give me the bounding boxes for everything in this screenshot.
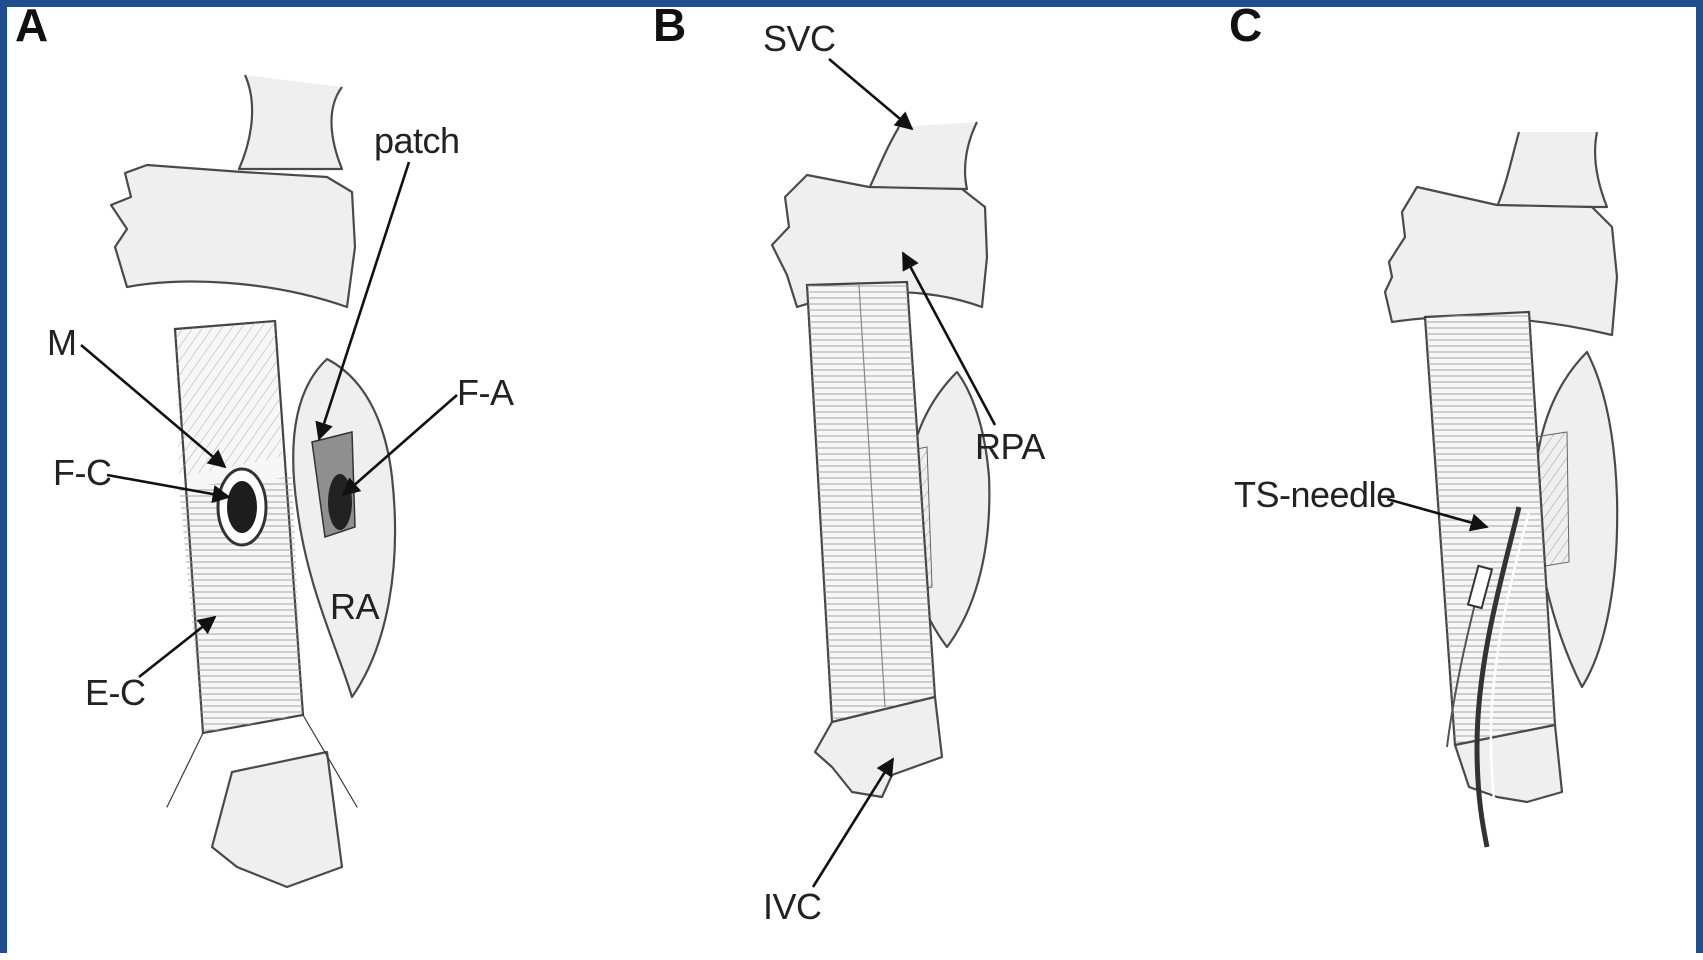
- pulmonary-artery-a: [111, 165, 355, 307]
- panel-b-letter: B: [653, 7, 686, 51]
- label-patch: patch: [374, 120, 460, 161]
- label-ra: RA: [330, 586, 379, 627]
- panel-b: B SVC RPA IVC: [653, 7, 1045, 927]
- label-svc: SVC: [763, 18, 836, 59]
- panel-b-drawing: [772, 122, 989, 797]
- label-fa: F-A: [457, 372, 514, 413]
- figure-canvas: A patch M F-A F-: [7, 7, 1703, 960]
- panel-c-drawing: [1385, 132, 1617, 847]
- panel-a: A patch M F-A F-: [15, 7, 514, 887]
- label-fc: F-C: [53, 452, 111, 493]
- svc-stub-b: [869, 122, 977, 189]
- fenestration-hole: [227, 481, 257, 533]
- arrow-svc: [829, 59, 912, 129]
- panel-a-drawing: [111, 75, 395, 887]
- panel-c-letter: C: [1229, 7, 1262, 51]
- label-rpa: RPA: [975, 426, 1045, 467]
- label-ec: E-C: [85, 672, 146, 713]
- label-m: M: [47, 322, 77, 363]
- panel-a-letter: A: [15, 7, 48, 51]
- svc-stub-a: [239, 75, 342, 169]
- ivc-stub-a: [212, 752, 342, 887]
- svc-stub-c: [1497, 132, 1607, 207]
- fa-fenestration: [328, 474, 352, 530]
- label-ivc: IVC: [763, 886, 822, 927]
- label-needle: TS-needle: [1234, 474, 1396, 515]
- panel-c: C TS-needle: [1229, 7, 1617, 847]
